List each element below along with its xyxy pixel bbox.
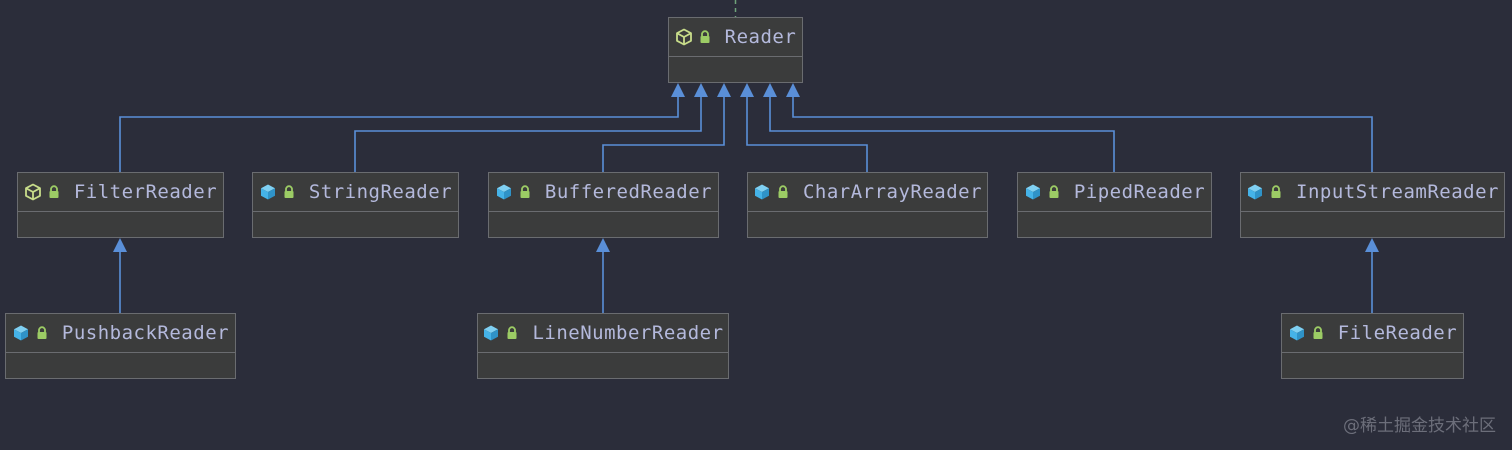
class-icon [753,183,771,201]
lock-icon [1270,185,1282,199]
edge-buffered-to-reader [602,95,725,172]
class-name: FileReader [1337,322,1458,344]
arrowhead-buffered [717,83,731,97]
class-node-filter[interactable]: FilterReader [17,172,224,238]
class-node-header: PipedReader [1018,173,1211,212]
class-node-string[interactable]: StringReader [252,172,459,238]
arrowhead-filter [671,83,685,97]
class-node-members [6,353,235,379]
class-node-header: Reader [669,18,802,57]
lock-icon [1312,326,1324,340]
lock-icon [519,185,531,199]
arrowhead-isr [786,83,800,97]
abstract-class-icon [24,183,42,201]
class-name: StringReader [308,181,453,203]
class-node-chararray[interactable]: CharArrayReader [747,172,988,238]
class-node-members [748,212,987,238]
lock-icon [283,185,295,199]
class-node-header: CharArrayReader [748,173,987,212]
arrowhead-pushback [113,238,127,252]
lock-icon [1048,185,1060,199]
class-node-header: FilterReader [18,173,223,212]
class-node-buffered[interactable]: BufferedReader [488,172,719,238]
class-node-piped[interactable]: PipedReader [1017,172,1212,238]
abstract-class-icon [675,28,693,46]
class-name: PushbackReader [61,322,230,344]
class-node-members [1018,212,1211,238]
class-node-members [669,57,802,83]
class-node-members [478,353,728,379]
class-name: LineNumberReader [532,322,724,344]
class-icon [12,324,30,342]
arrowhead-linenumber [596,238,610,252]
class-node-members [18,212,223,238]
class-node-members [1241,212,1504,238]
class-icon [482,324,500,342]
class-node-members [253,212,458,238]
class-node-header: LineNumberReader [478,314,728,353]
class-name: InputStreamReader [1296,181,1499,203]
arrowhead-chararray [740,83,754,97]
class-icon [1246,183,1264,201]
class-icon [1288,324,1306,342]
lock-icon [48,185,60,199]
class-icon [495,183,513,201]
lock-icon [506,326,518,340]
edge-filter-to-reader [119,95,679,172]
class-node-isr[interactable]: InputStreamReader [1240,172,1505,238]
arrowhead-file [1365,238,1379,252]
class-node-header: InputStreamReader [1241,173,1504,212]
lock-icon [699,30,711,44]
class-name: BufferedReader [544,181,713,203]
class-node-pushback[interactable]: PushbackReader [5,313,236,379]
class-node-linenumber[interactable]: LineNumberReader [477,313,729,379]
class-node-header: StringReader [253,173,458,212]
lock-icon [777,185,789,199]
class-node-header: PushbackReader [6,314,235,353]
class-node-header: FileReader [1282,314,1463,353]
arrowhead-string [694,83,708,97]
edge-chararray-to-reader [746,95,868,172]
class-node-header: BufferedReader [489,173,718,212]
watermark: @稀土掘金技术社区 [1343,416,1496,436]
class-icon [259,183,277,201]
class-node-members [489,212,718,238]
class-node-reader[interactable]: Reader [668,17,803,83]
class-name: CharArrayReader [802,181,983,203]
class-node-file[interactable]: FileReader [1281,313,1464,379]
edge-isr-to-reader [792,95,1373,172]
edge-string-to-reader [354,95,702,172]
arrowhead-piped [763,83,777,97]
class-name: Reader [724,26,797,48]
class-name: FilterReader [73,181,218,203]
edge-piped-to-reader [769,95,1115,172]
class-icon [1024,183,1042,201]
class-name: PipedReader [1073,181,1206,203]
class-node-members [1282,353,1463,379]
lock-icon [36,326,48,340]
